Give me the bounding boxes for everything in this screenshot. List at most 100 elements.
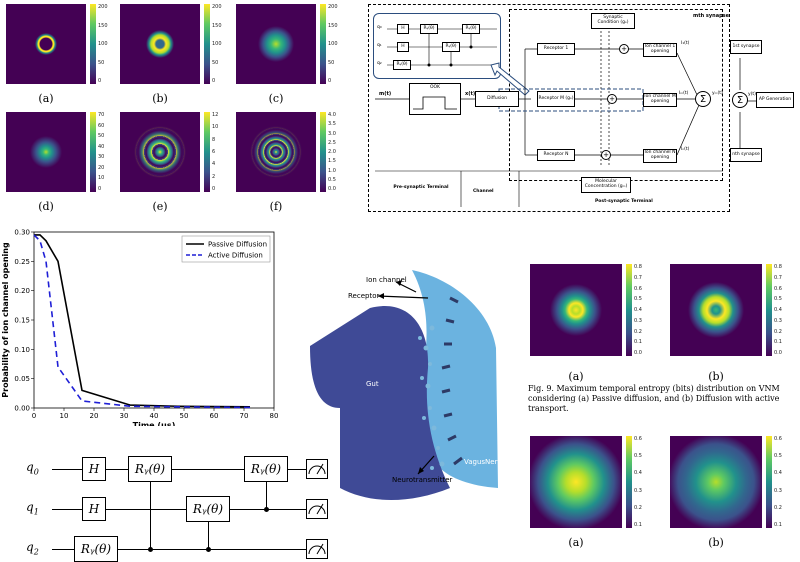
right-top-panel-1-tick: 0.6 [774, 285, 782, 292]
top-panel-1-tick: 150 [212, 22, 222, 29]
vagus-nerve-label: VagusNerve [464, 458, 506, 466]
top-panel-3-caption: (d) [38, 200, 54, 213]
right-bottom-panel-1-tick: 0.6 [774, 436, 782, 442]
sum-m: + [607, 94, 617, 104]
post-synaptic-label: Post-synaptic Terminal [595, 199, 653, 204]
top-panel-3-tick: 30 [98, 154, 105, 161]
right-top-panel-0-heatmap [530, 264, 622, 356]
mini-ry-gate-q1: Rᵧ(θ) [442, 42, 460, 52]
top-panel-1-caption: (b) [152, 92, 168, 105]
right-bottom-panel-1-colorbar [766, 436, 772, 528]
top-panel-5-tick: 2.5 [328, 139, 336, 146]
ion-channel-label: Ion channel [366, 276, 407, 284]
right-top-panel-0-tick: 0.0 [634, 350, 642, 356]
top-panel-2-caption: (c) [268, 92, 284, 105]
top-panel-4-tick: 10 [212, 124, 219, 131]
y-tick-label: 0.25 [14, 258, 30, 266]
top-panel-1-tick: 100 [212, 41, 222, 47]
top-panel-1-tick: 200 [212, 4, 222, 10]
label-q0: q0 [26, 460, 39, 477]
top-panel-0-tick: 50 [98, 59, 105, 66]
top-panel-5-tick: 1.0 [328, 167, 336, 174]
top-panel-3-tick: 60 [98, 122, 105, 129]
right-top-panel-1-caption: (b) [708, 370, 724, 383]
first-synapse-block: 1st synapse [730, 40, 762, 54]
mini-ry-gate-q2: Rᵧ(θ) [393, 60, 411, 70]
mini-h-gate-q1: H [397, 42, 409, 52]
top-panel-2-tick: 150 [328, 22, 338, 29]
in-label: Iₙ(t) [681, 147, 690, 152]
right-top-panel-0-tick: 0.4 [634, 307, 642, 313]
x-tick-label: 0 [32, 412, 36, 420]
control-dot-q1 [264, 507, 269, 512]
x-tick-label: 70 [240, 412, 249, 420]
top-panel-1-tick: 0 [212, 78, 216, 84]
y-tick-label: 0.15 [14, 317, 30, 325]
top-panel-4-tick: 6 [212, 149, 216, 155]
wire-q2 [52, 549, 326, 550]
y-tick-label: 0.20 [14, 287, 30, 295]
cnot-line-2 [208, 522, 209, 550]
y-tick-label: 0.10 [14, 346, 30, 354]
cnot-line-1 [150, 482, 151, 550]
top-panel-0-tick: 150 [98, 22, 108, 29]
ymt-label: yₘ(t) [712, 91, 723, 96]
pre-synaptic-label: Pre-synaptic Terminal [393, 185, 449, 190]
receptor-1: Receptor 1 [537, 43, 575, 55]
x-tick-label: 40 [150, 412, 159, 420]
top-panel-4-colorbar [204, 112, 210, 192]
top-panel-2-colorbar [320, 4, 326, 84]
sum-1: + [619, 44, 629, 54]
top-panel-2-tick: 200 [328, 4, 338, 10]
y-tick-label: 0.00 [14, 405, 30, 413]
label-q2: q2 [26, 540, 39, 557]
top-panel-5-tick: 1.5 [328, 158, 336, 165]
top-panel-0-tick: 100 [98, 41, 108, 47]
gut-label: Gut [366, 380, 379, 388]
ry-gate-q1: Rᵧ(θ) [186, 496, 230, 522]
right-bottom-panel-1-tick: 0.1 [774, 522, 782, 528]
right-top-panel-0-tick: 0.3 [634, 317, 642, 324]
top-panel-2-tick: 0 [328, 78, 332, 84]
mini-ry-gate-q0a: Rᵧ(θ) [420, 24, 438, 34]
ion-channel-m: Ion channel M opening [643, 93, 677, 107]
right-bottom-panel-0-caption: (a) [568, 536, 584, 549]
ion-channel-n: Ion channel N opening [643, 149, 677, 163]
legend-box [181, 235, 271, 263]
top-panel-0-tick: 200 [98, 4, 108, 10]
top-panel-4-caption: (e) [152, 200, 168, 213]
right-top-panel-1-tick: 0.2 [774, 328, 782, 335]
right-bottom-panel-1-caption: (b) [708, 536, 724, 549]
right-top-panel-1-heatmap [670, 264, 762, 356]
molecular-concentration-block: Molecular Concentration (gₘ) [581, 177, 631, 193]
right-top-panel-0-colorbar [626, 264, 632, 356]
h-gate-q0: H [82, 457, 106, 481]
mth-synapse-label: mth synapse [693, 13, 730, 19]
top-panel-3-tick: 40 [98, 143, 105, 150]
right-top-panel-0-tick: 0.6 [634, 285, 642, 292]
right-top-panel-0-tick: 0.7 [634, 274, 642, 281]
nth-synapse-block: nth synapse [730, 148, 762, 162]
yt-label: y(t) [748, 92, 756, 97]
series-line-1 [33, 234, 251, 409]
synaptic-condition-block: Synaptic Condition (gₛ) [591, 13, 635, 29]
right-bottom-panel-1-tick: 0.3 [774, 487, 782, 494]
right-top-panel-0-tick: 0.1 [634, 339, 642, 346]
top-panel-0-caption: (a) [38, 92, 54, 105]
top-panel-5-tick: 0.5 [328, 176, 336, 183]
x-tick-label: 20 [90, 412, 99, 420]
ook-block: OOK [409, 83, 461, 115]
right-bottom-panel-0-tick: 0.2 [634, 504, 642, 511]
ook-pulse [413, 96, 457, 110]
top-panel-3-tick: 0 [98, 186, 102, 192]
top-panel-5-caption: (f) [269, 200, 283, 213]
top-panel-0-colorbar [90, 4, 96, 84]
measure-icon-q2 [306, 539, 328, 559]
top-panel-4-tick: 8 [212, 136, 216, 143]
top-panel-3-tick: 70 [98, 112, 105, 118]
x-tick-label: 80 [270, 412, 279, 420]
mini-circuit-arrow [490, 62, 530, 96]
control-dot-q2-a [148, 547, 153, 552]
right-bottom-panel-1-tick: 0.2 [774, 504, 782, 511]
